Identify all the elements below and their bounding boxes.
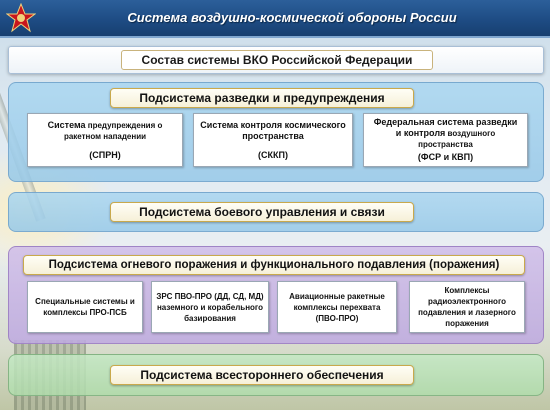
box-fsr-kvp-abbr: (ФСР и КВП) [417,152,474,162]
box-sprn: Система предупреждения о ракетном нападе… [27,113,183,167]
box-zrs: ЗРС ПВО-ПРО (ДД, СД, МД) наземного и кор… [151,281,269,333]
box-electronic: Комплексы радиоэлектронного подавления и… [409,281,525,333]
subsystem-title-reconnaissance: Подсистема разведки и предупреждения [110,88,414,108]
box-electronic-text: Комплексы радиоэлектронного подавления и… [418,286,516,328]
star-emblem-icon [6,3,36,33]
box-sprn-abbr: (СПРН) [89,149,121,160]
box-pro-psb: Специальные системы и комплексы ПРО-ПСБ [27,281,143,333]
box-fsr-kvp: Федеральная система разведки и контроля … [363,113,528,167]
main-header-label: Состав системы ВКО Российской Федерации [121,50,433,70]
main-header: Состав системы ВКО Российской Федерации [8,46,544,74]
box-skkp: Система контроля космического пространст… [193,113,353,167]
panel-command: Подсистема боевого управления и связи [8,192,544,232]
box-sprn-line2: ракетном нападении [63,131,147,141]
box-pro-psb-text: Специальные системы и комплексы ПРО-ПСБ [35,297,135,317]
panel-reconnaissance: Подсистема разведки и предупреждения Сис… [8,82,544,182]
subsystem-title-command: Подсистема боевого управления и связи [110,202,414,222]
box-zrs-text: ЗРС ПВО-ПРО (ДД, СД, МД) наземного и кор… [156,291,264,323]
box-fsr-kvp-line2: и контроля воздушного пространства [395,128,496,149]
slide-title: Система воздушно-космической обороны Рос… [127,10,457,25]
subsystem-title-fire-destruction: Подсистема огневого поражения и функцион… [23,255,525,275]
box-fsr-kvp-line1: Федеральная система разведки [373,117,518,127]
box-skkp-abbr: (СККП) [258,149,288,160]
box-aviation: Авиационные ракетные комплексы перехвата… [277,281,397,333]
subsystem-title-support: Подсистема всестороннего обеспечения [110,365,414,385]
panel-support: Подсистема всестороннего обеспечения [8,354,544,396]
title-bar: Система воздушно-космической обороны Рос… [0,0,550,38]
box-skkp-line1: Система контроля космического [200,119,346,130]
box-sprn-line1: Система предупреждения о [47,119,163,130]
box-skkp-line2: пространства [242,130,304,141]
box-aviation-text: Авиационные ракетные комплексы перехвата… [289,291,385,323]
panel-fire-destruction: Подсистема огневого поражения и функцион… [8,246,544,344]
